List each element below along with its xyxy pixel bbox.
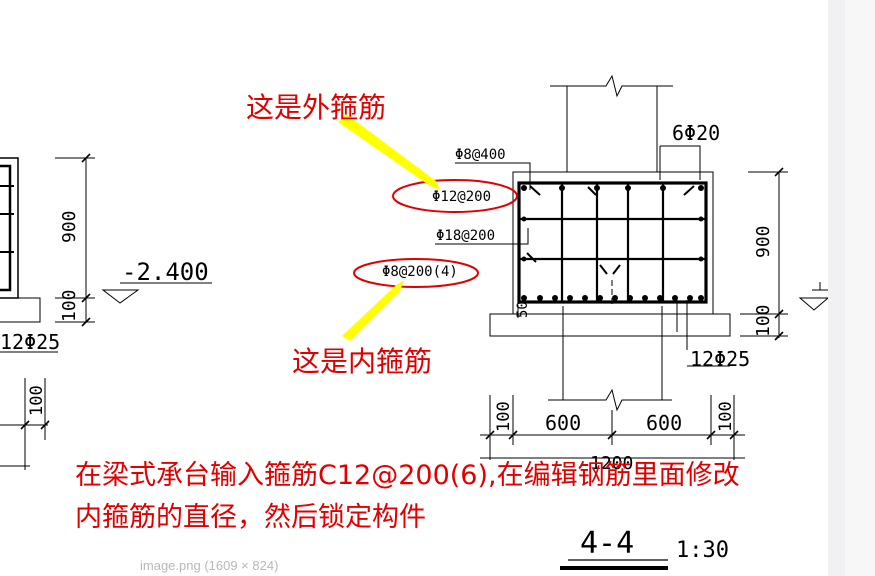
inner-stirrup-arrow [342, 280, 404, 341]
section-title: 4-4 [580, 526, 634, 561]
label-phi12-200: Φ12@200 [432, 189, 491, 205]
section-title-underline [560, 559, 668, 570]
scrollbar-thumb[interactable] [845, 0, 875, 576]
label-6phi20: 6Φ20 [672, 121, 720, 145]
label-phi18-200: Φ18@200 [436, 228, 495, 244]
outer-stirrup-note: 这是外箍筋 [246, 91, 386, 124]
bottom-dim-left-100: 100 [494, 401, 514, 432]
level-mark-text: -2.400 [122, 258, 209, 286]
inner-stirrup-circle [353, 258, 479, 288]
bottom-dim-right-600: 600 [646, 411, 682, 435]
right-dim-100: 100 [753, 304, 774, 337]
bottom-dim-total: 1200 [590, 453, 633, 474]
outer-stirrup-circle [392, 179, 518, 213]
left-dim-100: 100 [59, 289, 80, 322]
bottom-dims [480, 395, 745, 460]
label-cover-50: 50 [515, 301, 531, 318]
stirrup-cage [517, 181, 708, 304]
label-12phi25: 12Φ25 [690, 347, 750, 371]
left-bottom-dim-100: 100 [27, 385, 47, 416]
instruction-line-1: 在梁式承台输入箍筋C12@200(6),在编辑钢筋里面修改 [75, 460, 740, 491]
bottom-dim-left-600: 600 [545, 411, 581, 435]
left-rebar-label: 12Φ25 [0, 330, 60, 354]
right-dim-900: 900 [753, 225, 774, 258]
right-dims [740, 167, 830, 341]
label-phi8-200-4: Φ8@200(4) [382, 264, 458, 280]
rebar-leaders [435, 145, 730, 367]
image-caption: image.png (1609 × 824) [140, 558, 279, 573]
instruction-line-2: 内箍筋的直径，然后锁定构件 [75, 502, 426, 533]
bottom-dim-right-100: 100 [716, 401, 736, 432]
inner-stirrup-note: 这是内箍筋 [292, 345, 432, 378]
section-scale: 1:30 [676, 538, 729, 563]
annotation-marks [338, 114, 518, 341]
main-bars [521, 185, 704, 301]
outer-stirrup-arrow [338, 114, 440, 190]
label-phi8-400: Φ8@400 [455, 147, 506, 163]
left-dim-900: 900 [59, 210, 80, 243]
left-section [0, 153, 212, 470]
